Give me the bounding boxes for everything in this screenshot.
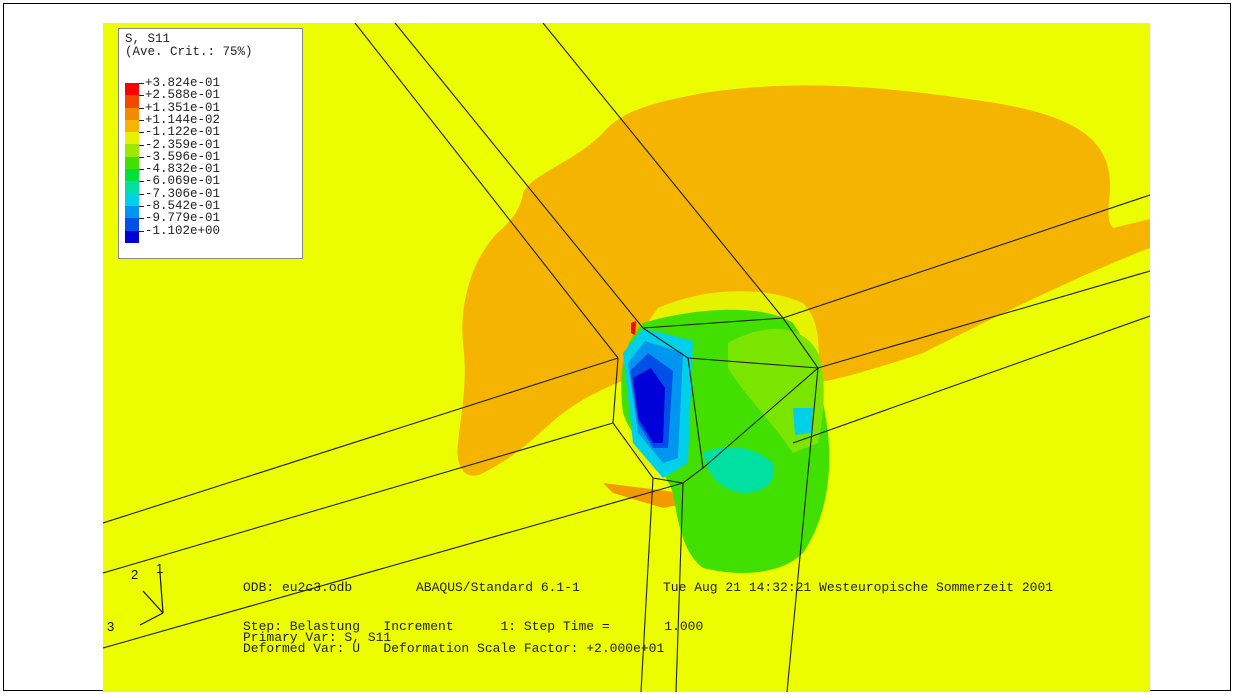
legend-value-label: +3.824e-01 [145, 76, 221, 90]
legend-value-label: -1.122e-01 [145, 125, 221, 140]
coordinate-triad [139, 572, 164, 626]
legend-subtitle: (Ave. Crit.: 75%) [125, 45, 253, 59]
legend-swatch [125, 95, 139, 108]
legend-swatch [125, 107, 139, 120]
legend-value-label: -8.542e-01 [145, 199, 221, 213]
figure-frame: S, S11 (Ave. Crit.: 75%) +3.824e-01+2.58… [3, 3, 1231, 692]
legend-tick [139, 206, 144, 207]
legend-tick [139, 83, 144, 84]
peak-tension-spot [631, 321, 636, 335]
legend-swatch [125, 218, 139, 231]
legend-swatch [125, 83, 139, 96]
compression-contour-teal [703, 447, 774, 493]
legend-value-label: -1.102e+00 [145, 223, 221, 238]
legend-tick [139, 144, 144, 146]
legend-value-label: -3.596e-01 [145, 149, 221, 164]
legend-color-bar [125, 83, 139, 243]
tension-contour-inner [603, 483, 688, 508]
fe-model-plot [103, 23, 1150, 692]
legend-tick [139, 193, 144, 195]
legend-tick [139, 132, 144, 134]
stress-legend: S, S11 (Ave. Crit.: 75%) +3.824e-01+2.58… [118, 28, 303, 259]
legend-tick [139, 95, 144, 97]
model-viewport[interactable]: S, S11 (Ave. Crit.: 75%) +3.824e-01+2.58… [103, 23, 1150, 692]
triad-axis-2-label: 2 [131, 567, 139, 582]
legend-tick [139, 181, 144, 183]
legend-tick [139, 119, 144, 121]
tension-contour [457, 85, 1150, 476]
legend-value-label: +1.144e-02 [145, 112, 221, 127]
legend-swatch [125, 181, 139, 194]
legend-value-label: -4.832e-01 [145, 162, 221, 177]
legend-swatch [125, 205, 139, 219]
legend-swatch [125, 230, 139, 243]
legend-value-label: -6.069e-01 [145, 174, 221, 189]
triad-axis-3-label: 3 [107, 619, 115, 634]
legend-title: S, S11 [125, 32, 171, 46]
compression-contour-cyan [793, 408, 813, 435]
legend-swatch [125, 156, 139, 170]
legend-value-label: +1.351e-01 [145, 100, 221, 115]
deformed-variable: Deformed Var: U Deformation Scale Factor… [243, 641, 665, 656]
step-info: Step: Belastung Increment 1: Step Time =… [243, 619, 704, 634]
legend-tick [139, 218, 144, 220]
legend-swatch [125, 193, 139, 206]
legend-swatch [125, 119, 139, 133]
legend-value-label: -7.306e-01 [145, 186, 221, 201]
run-timestamp: Tue Aug 21 14:32:21 Westeuropische Somme… [663, 580, 1054, 595]
model-edges [103, 23, 1150, 692]
triad-axis-1-label: 1 [156, 561, 164, 576]
legend-tick [139, 107, 144, 109]
solver-version: ABAQUS/Standard 6.1-1 [416, 580, 580, 595]
legend-tick [139, 230, 144, 232]
compression-contour-darkblue [633, 368, 665, 443]
primary-variable: Primary Var: S, S11 [243, 630, 392, 645]
legend-swatch [125, 169, 139, 182]
legend-swatch [125, 144, 139, 157]
legend-value-label: -9.779e-01 [145, 211, 221, 226]
legend-tick [139, 156, 144, 158]
odb-name: ODB: eu2c3.odb [243, 580, 353, 595]
legend-tick [139, 169, 144, 171]
legend-value-label: +2.588e-01 [145, 88, 221, 103]
legend-swatch [125, 132, 139, 145]
legend-value-label: -2.359e-01 [145, 137, 221, 152]
